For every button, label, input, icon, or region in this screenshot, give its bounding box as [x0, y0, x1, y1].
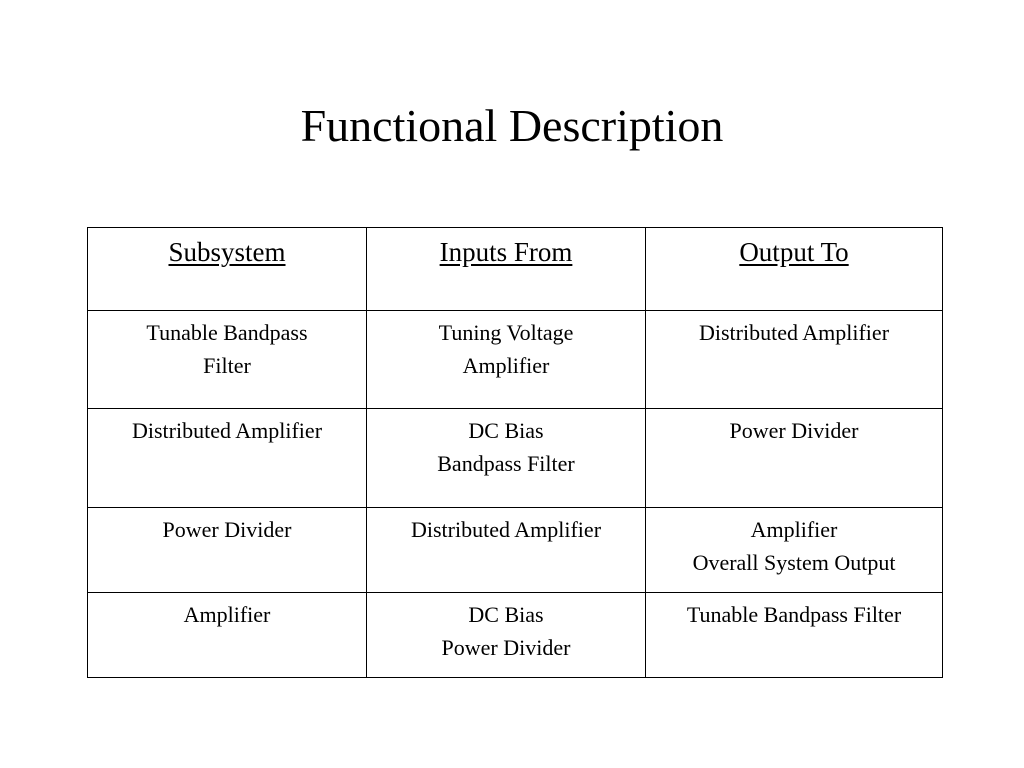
header-cell-subsystem: Subsystem	[87, 227, 367, 311]
table-row: Tunable Bandpass Filter Tuning Voltage A…	[87, 310, 943, 409]
cell-output-to: Power Divider	[645, 408, 943, 508]
cell-inputs-from: DC Bias Bandpass Filter	[366, 408, 646, 508]
table-row: Power Divider Distributed Amplifier Ampl…	[87, 507, 943, 593]
cell-output-to: Tunable Bandpass Filter	[645, 592, 943, 678]
cell-subsystem: Amplifier	[87, 592, 367, 678]
cell-subsystem: Distributed Amplifier	[87, 408, 367, 508]
table-header-row: Subsystem Inputs From Output To	[87, 227, 943, 311]
cell-inputs-from: Tuning Voltage Amplifier	[366, 310, 646, 409]
cell-inputs-from: Distributed Amplifier	[366, 507, 646, 593]
header-label-output-to: Output To	[739, 237, 849, 267]
cell-subsystem: Tunable Bandpass Filter	[87, 310, 367, 409]
header-label-subsystem: Subsystem	[168, 237, 286, 267]
cell-subsystem: Power Divider	[87, 507, 367, 593]
cell-output-to: Distributed Amplifier	[645, 310, 943, 409]
header-label-inputs-from: Inputs From	[439, 237, 573, 267]
functional-description-table: Subsystem Inputs From Output To Tunable …	[87, 227, 943, 678]
cell-output-to: Amplifier Overall System Output	[645, 507, 943, 593]
header-cell-output-to: Output To	[645, 227, 943, 311]
cell-inputs-from: DC Bias Power Divider	[366, 592, 646, 678]
table-row: Distributed Amplifier DC Bias Bandpass F…	[87, 408, 943, 508]
header-cell-inputs-from: Inputs From	[366, 227, 646, 311]
slide-title: Functional Description	[300, 100, 724, 151]
table-row: Amplifier DC Bias Power Divider Tunable …	[87, 592, 943, 678]
